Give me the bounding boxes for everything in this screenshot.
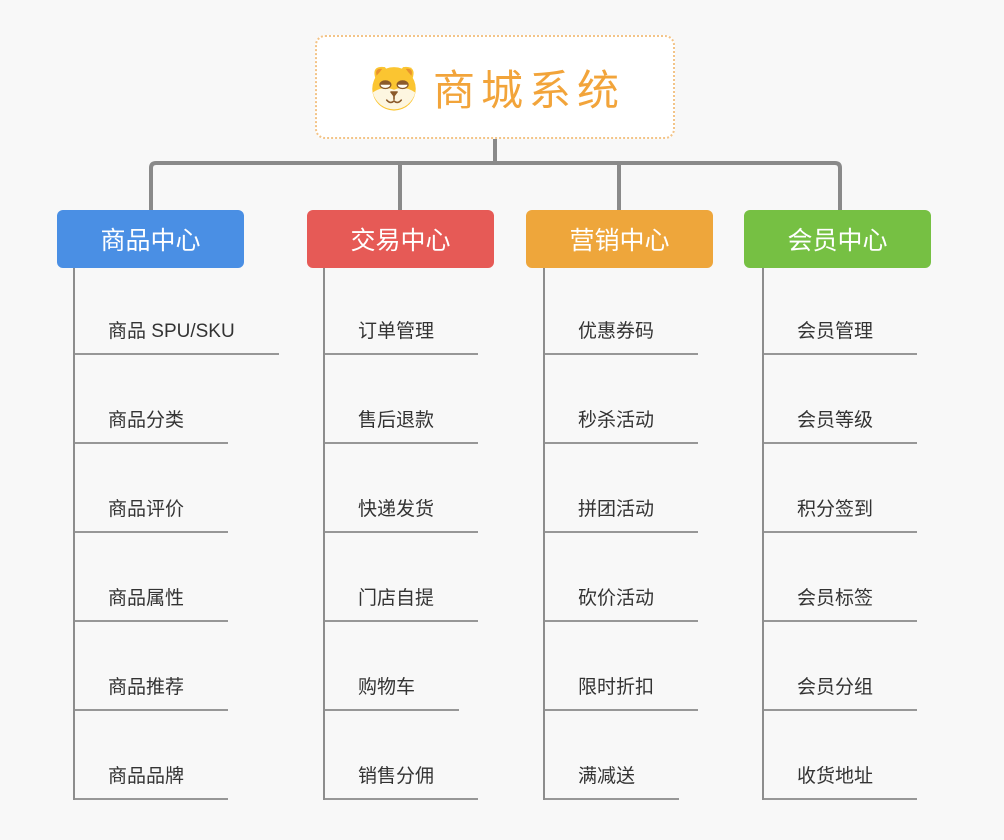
leaf-node[interactable]: 会员等级	[764, 408, 918, 444]
root-node-title: 商城系统	[432, 66, 625, 114]
leaf-node[interactable]: 订单管理	[325, 319, 479, 355]
leaf-node[interactable]: 拼团活动	[545, 497, 699, 533]
leaf-node[interactable]: 商品 SPU/SKU	[75, 319, 279, 355]
leaf-node[interactable]: 优惠券码	[545, 319, 699, 355]
leaf-node[interactable]: 限时折扣	[545, 675, 699, 711]
branch-bracket-line	[149, 161, 842, 210]
leaf-node[interactable]: 商品分类	[75, 408, 229, 444]
root-node[interactable]: 商城系统	[315, 35, 675, 139]
leaf-node[interactable]: 会员标签	[764, 586, 918, 622]
leaf-node[interactable]: 购物车	[325, 675, 460, 711]
leaf-node[interactable]: 秒杀活动	[545, 408, 699, 444]
branch-column-marketing: 优惠券码 秒杀活动 拼团活动 砍价活动 限时折扣 满减送	[543, 268, 699, 800]
leaf-node[interactable]: 商品评价	[75, 497, 229, 533]
branch-column-members: 会员管理 会员等级 积分签到 会员标签 会员分组 收货地址	[762, 268, 918, 800]
branch-node-members[interactable]: 会员中心	[744, 210, 931, 268]
branch-node-marketing[interactable]: 营销中心	[526, 210, 713, 268]
dog-icon	[372, 66, 416, 111]
leaf-node[interactable]: 门店自提	[325, 586, 479, 622]
leaf-node[interactable]: 满减送	[545, 764, 680, 800]
branch-node-trade[interactable]: 交易中心	[307, 210, 494, 268]
leaf-node[interactable]: 会员分组	[764, 675, 918, 711]
leaf-node[interactable]: 销售分佣	[325, 764, 479, 800]
leaf-node[interactable]: 积分签到	[764, 497, 918, 533]
branch-column-trade: 订单管理 售后退款 快递发货 门店自提 购物车 销售分佣	[323, 268, 479, 800]
leaf-node[interactable]: 售后退款	[325, 408, 479, 444]
leaf-node[interactable]: 商品推荐	[75, 675, 229, 711]
leaf-node[interactable]: 会员管理	[764, 319, 918, 355]
leaf-node[interactable]: 收货地址	[764, 764, 918, 800]
leaf-node[interactable]: 商品属性	[75, 586, 229, 622]
leaf-node[interactable]: 商品品牌	[75, 764, 229, 800]
branch-node-products[interactable]: 商品中心	[57, 210, 244, 268]
branch-column-products: 商品 SPU/SKU 商品分类 商品评价 商品属性 商品推荐 商品品牌	[73, 268, 279, 800]
leaf-node[interactable]: 砍价活动	[545, 586, 699, 622]
leaf-node[interactable]: 快递发货	[325, 497, 479, 533]
